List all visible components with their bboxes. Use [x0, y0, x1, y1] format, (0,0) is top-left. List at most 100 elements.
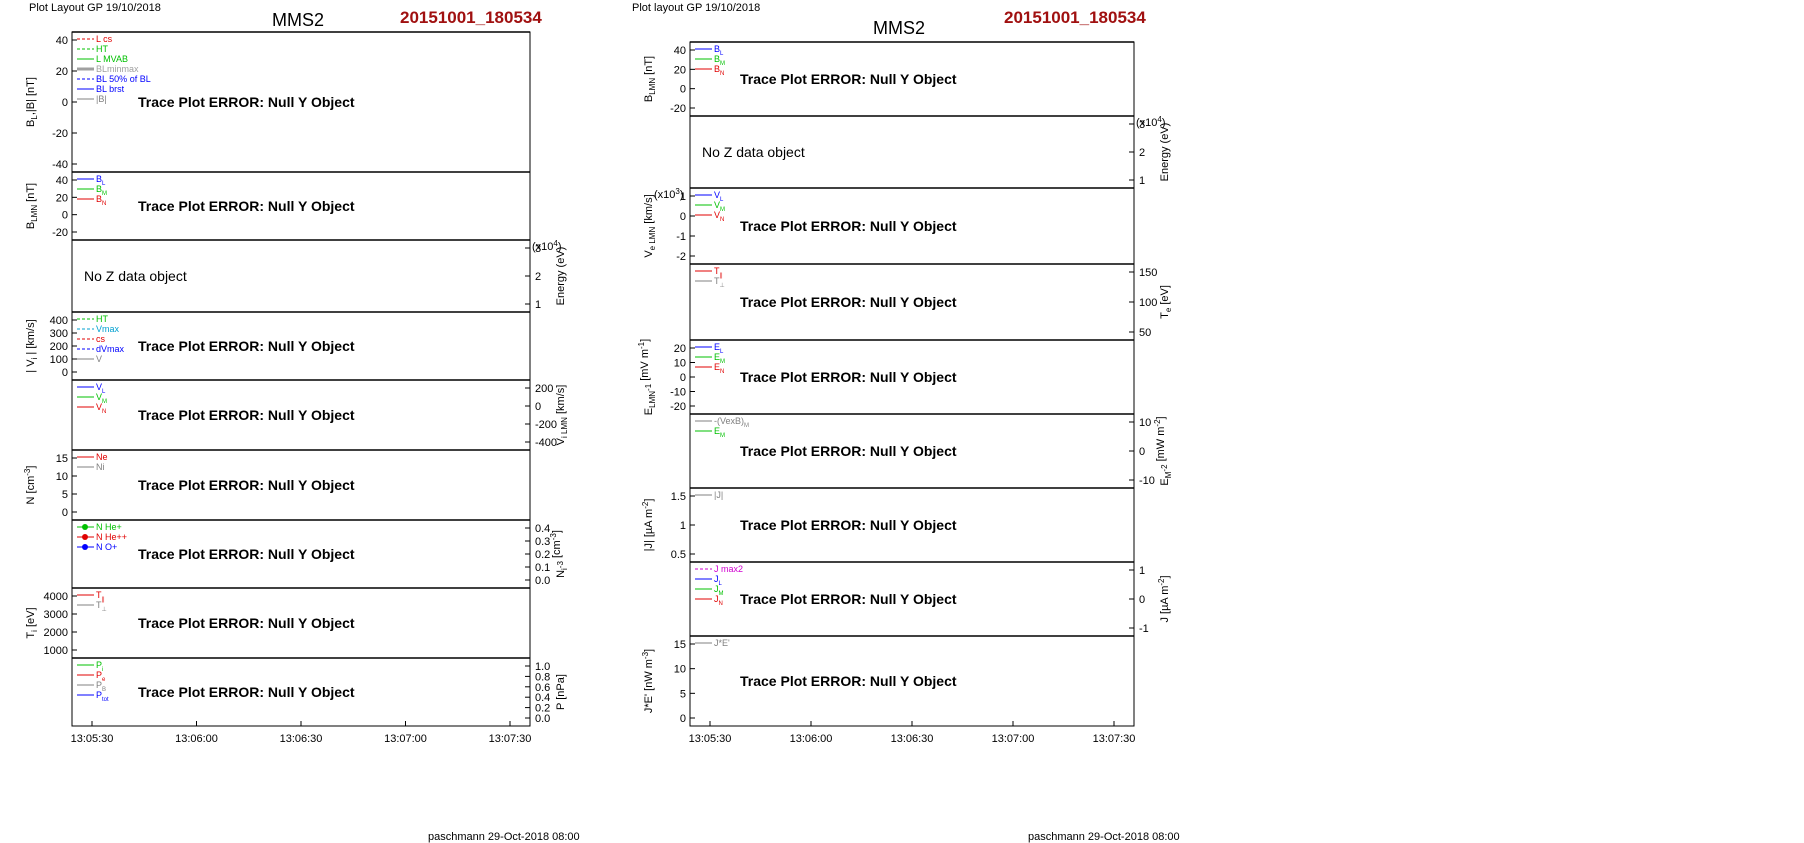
- left-panel-1-ylabel: BL,|B| [nT]: [25, 77, 39, 127]
- right-panel-2-ylabel-text: Energy (eV): [1159, 123, 1171, 182]
- left-panel-3-ytick-label: 3: [535, 243, 541, 255]
- left-panel-6-legend-label: Ni: [96, 462, 105, 472]
- right-panel-1-ytick-label: -20: [670, 103, 686, 115]
- left-panel-1-ylabel-sub: L: [30, 115, 39, 120]
- right-panel-4-ylabel-sub: e: [1164, 307, 1173, 312]
- right-panel-5-ytick-label: 10: [674, 358, 686, 370]
- right-panel-2-ytick-label: 2: [1139, 147, 1145, 159]
- left-event-id: 20151001_180534: [400, 8, 542, 27]
- left-panel-4-ylabel-rest: | [km/s]: [25, 319, 37, 357]
- left-panel-9-ytick-label: 0.8: [535, 671, 550, 683]
- right-panel-7-ylabel-main: |J| [µA m: [643, 509, 655, 552]
- right-xtick-label: 13:06:00: [790, 733, 833, 745]
- left-panel-5-ytick-label: 0: [535, 401, 541, 413]
- left-panel-7-legend-dot: [82, 524, 88, 530]
- right-panel-8-legend-label: JN: [714, 594, 723, 607]
- right-panel-6-ylabel-rest: [mW m: [1155, 427, 1167, 465]
- left-xtick-label: 13:06:30: [280, 733, 323, 745]
- left-panel-4-ytick-label: 0: [62, 367, 68, 379]
- right-panel-5-ylabel: ELMN-1 [mV m-1]: [637, 339, 657, 415]
- left-panel-8-error-message: Trace Plot ERROR: Null Y Object: [138, 615, 355, 631]
- right-panel-5-legend-label: EM: [714, 352, 725, 365]
- right-panel-5-legend-sub: N: [720, 369, 724, 375]
- right-panel-6-ytick-label: 10: [1139, 417, 1151, 429]
- left-panel-8-ylabel-sub: i: [30, 630, 39, 632]
- left-panel-5-ylabel: Vi LMN [km/s]: [555, 385, 569, 446]
- right-panel-4-ytick-label: 150: [1139, 267, 1157, 279]
- right-panel-5-legend-label: EN: [714, 362, 724, 375]
- left-panel-6-ylabel: N [cm-3]: [23, 466, 37, 505]
- left-panel-4-ytick-label: 100: [50, 354, 68, 366]
- left-panel-9-ytick-label: 0.4: [535, 692, 550, 704]
- left-panel-1-legend-label: L cs: [96, 34, 113, 44]
- right-panel-5-ylabel-end: ]: [639, 339, 651, 342]
- left-panel-6-error-message: Trace Plot ERROR: Null Y Object: [138, 477, 355, 493]
- left-panel-2-ylabel-main: B: [25, 222, 37, 229]
- right-panel-4-legend-sub: ⊥: [720, 282, 725, 289]
- right-panel-7-ytick-label: 0.5: [671, 549, 686, 561]
- right-panel-8-legend-label: JL: [714, 574, 723, 587]
- right-panel-3-legend-sub: N: [720, 217, 724, 223]
- right-panel-2-exp-power: 4: [1157, 115, 1162, 124]
- left-panel-7-legend-dot: [82, 534, 88, 540]
- left-panel-1-legend-label: |B|: [96, 94, 107, 104]
- left-panel-9-ytick-label: 1.0: [535, 661, 550, 673]
- right-panel-1-ytick-label: 40: [674, 45, 686, 57]
- left-panel-9-legend-label: Pe: [96, 670, 106, 683]
- right-panel-9-error-message: Trace Plot ERROR: Null Y Object: [740, 673, 957, 689]
- left-panel-8-ylabel-rest: [eV]: [25, 607, 37, 630]
- right-panel-6-ytick-label: -10: [1139, 475, 1155, 487]
- right-panel-6-legend-sub: M: [744, 423, 749, 429]
- right-panel-3-legend-label: VL: [714, 190, 724, 203]
- right-panel-3-ytick-label: -1: [676, 231, 686, 243]
- left-panel-2-legend-label: BL: [96, 174, 106, 187]
- right-panel-7-legend-label: |J|: [714, 490, 723, 500]
- left-panel-1-legend-label: L MVAB: [96, 54, 128, 64]
- right-panel-9-ylabel-rest: ]: [643, 649, 655, 652]
- right-panel-3-ytick-label: -2: [676, 251, 686, 263]
- left-panel-7-ytick-label: 0.4: [535, 523, 550, 535]
- left-panel-7-error-message: Trace Plot ERROR: Null Y Object: [138, 546, 355, 562]
- left-panel-6-ylabel-main: N [cm: [25, 476, 37, 505]
- left-panel-1-ytick-label: 20: [56, 66, 68, 78]
- right-panel-1-legend-label: BL: [714, 44, 724, 57]
- left-panel-2-ytick-label: 0: [62, 210, 68, 222]
- left-panel-6-ytick-label: 5: [62, 489, 68, 501]
- left-panel-4-ylabel-sub: i: [30, 357, 39, 359]
- left-panel-5-legend-sub: N: [102, 409, 106, 415]
- right-panel-3-error-message: Trace Plot ERROR: Null Y Object: [740, 218, 957, 234]
- left-panel-6-ytick-label: 0: [62, 507, 68, 519]
- right-panel-2-ylabel: Energy (eV): [1159, 123, 1171, 182]
- right-panel-8-legend-label: JM: [714, 584, 724, 597]
- left-panel-2-ytick-label: 40: [56, 175, 68, 187]
- left-panel-8-ytick-label: 3000: [44, 609, 68, 621]
- left-panel-1-legend-label: BL brst: [96, 84, 125, 94]
- left-panel-2-ylabel-sub: LMN: [30, 205, 39, 222]
- left-panel-5-ytick-label: 200: [535, 383, 553, 395]
- right-panel-7-ytick-label: 1.5: [671, 491, 686, 503]
- left-panel-2-legend-label: BM: [96, 184, 107, 197]
- right-panel-9-ylabel-sup: -3: [641, 651, 650, 659]
- right-panel-1-ylabel: BLMN [nT]: [643, 56, 657, 102]
- right-panel-8-ylabel-sup: -2: [1157, 578, 1166, 586]
- right-panel-7-ylabel-sup: -2: [641, 501, 650, 509]
- right-panel-3-ylabel: Ve LMN [km/s]: [643, 194, 657, 257]
- left-panel-9-legend-sub: B: [102, 687, 106, 693]
- right-panel-2-ytick-label: 3: [1139, 119, 1145, 131]
- left-panel-5-error-message: Trace Plot ERROR: Null Y Object: [138, 407, 355, 423]
- left-panel-7-ylabel: Ni-3 [cm-3]: [549, 530, 569, 578]
- left-panel-1-legend-label: BLminmax: [96, 64, 139, 74]
- left-panel-1-ylabel-rest: ,|B| [nT]: [25, 77, 37, 115]
- left-panel-3-ytick-label: 2: [535, 271, 541, 283]
- right-panel-3-legend-label: VN: [714, 210, 724, 223]
- right-panel-7-ylabel: |J| [µA m-2]: [641, 499, 655, 552]
- right-panel-1-ylabel-sub: LMN: [648, 78, 657, 95]
- left-panel-7-ytick-label: 0.2: [535, 549, 550, 561]
- right-panel-9-ytick-label: 5: [680, 688, 686, 700]
- right-footer: paschmann 29-Oct-2018 08:00: [1028, 831, 1180, 843]
- right-panel-6-ylabel-end: ]: [1155, 416, 1167, 419]
- left-panel-4-ylabel-main: | V: [25, 359, 37, 373]
- right-panel-1-error-message: Trace Plot ERROR: Null Y Object: [740, 71, 957, 87]
- left-panel-4-legend-label: cs: [96, 334, 106, 344]
